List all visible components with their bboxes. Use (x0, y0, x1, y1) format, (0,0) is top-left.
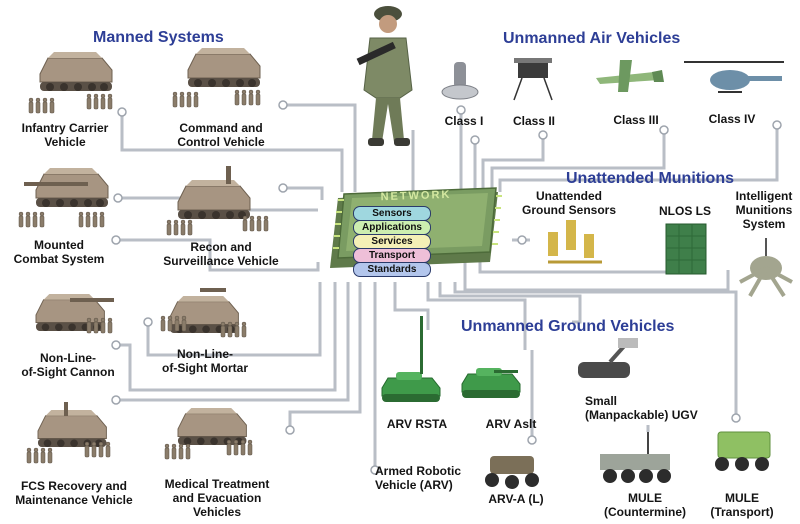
label-nlos-mortar: Non-Line-of-Sight Mortar (162, 347, 248, 375)
section-heading-air: Unmanned Air Vehicles (503, 30, 681, 47)
mtev-vehicle-image (164, 407, 253, 460)
nlos-ls-launcher-image (665, 223, 707, 275)
class-i-uav-image (441, 62, 479, 100)
connector-endpoints (111, 100, 782, 475)
label-arv-rsta: ARV RSTA (386, 417, 448, 431)
arv-rsta-robot-image (381, 316, 441, 403)
layer-sensors: Sensors (353, 206, 431, 221)
class-iii-uav-image (596, 60, 664, 92)
ugs-sensors-image (548, 220, 602, 264)
label-nlos-cannon: Non-Line-of-Sight Cannon (21, 351, 115, 379)
section-heading-manned: Manned Systems (93, 29, 224, 46)
class-ii-uav-image (513, 58, 553, 101)
arv-aslt-robot-image (461, 367, 521, 399)
label-class-iv: Class IV (708, 112, 756, 126)
label-nlos-ls: NLOS LS (658, 204, 711, 218)
label-mule-countermine: MULE(Countermine) (604, 491, 686, 519)
layer-services: Services (353, 234, 431, 249)
class-iv-uav-image (684, 61, 784, 93)
label-class-i: Class I (444, 114, 484, 128)
layer-standards: Standards (353, 262, 431, 277)
label-class-ii: Class II (512, 114, 556, 128)
ccv-vehicle-image (172, 47, 261, 108)
layer-transport: Transport (353, 248, 431, 263)
mule-countermine-robot-image (600, 432, 671, 483)
label-arv-a-l: ARV-A (L) (488, 492, 544, 506)
mcs-vehicle-image (18, 167, 109, 228)
connector-lines (116, 103, 779, 470)
label-mule-transport: MULE(Transport) (710, 491, 774, 519)
section-heading-munitions: Unattended Munitions (566, 170, 734, 187)
label-arv-aslt: ARV Aslt (485, 417, 537, 431)
mule-transport-robot-image (715, 431, 771, 471)
rsv-vehicle-image (166, 166, 269, 236)
small-ugv-robot-image (578, 338, 638, 378)
layer-applications: Applications (353, 220, 431, 235)
section-heading-ground: Unmanned Ground Vehicles (461, 318, 675, 335)
icv-vehicle-image (28, 51, 113, 114)
frmv-vehicle-image (26, 402, 111, 464)
label-small-manpackable-ugv: Small(Manpackable) UGV (585, 394, 698, 422)
ims-mine-image (739, 238, 793, 298)
soldier-figure (356, 6, 413, 146)
arv-a-l-robot-image (485, 456, 539, 489)
nlosm-vehicle-image (160, 288, 247, 338)
nlosc-vehicle-image (35, 293, 114, 334)
label-class-iii: Class III (613, 113, 659, 127)
